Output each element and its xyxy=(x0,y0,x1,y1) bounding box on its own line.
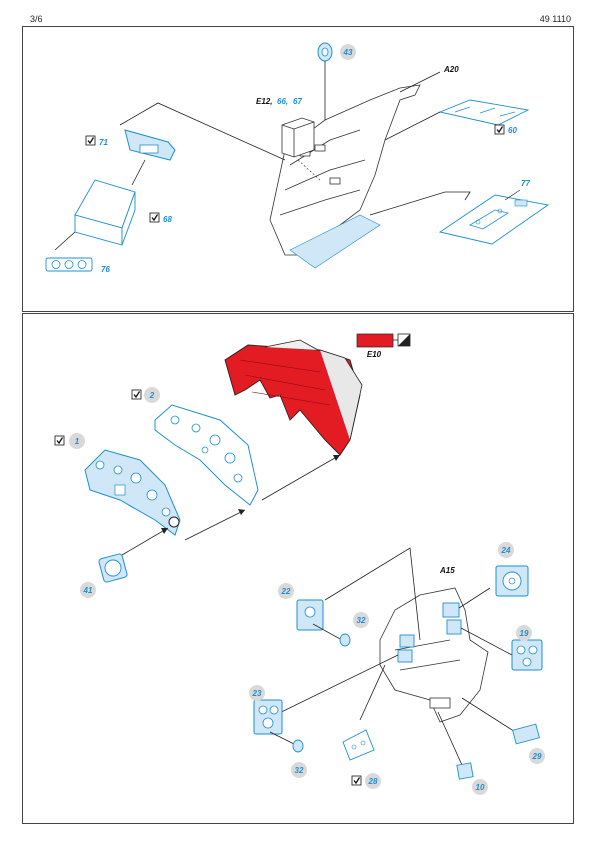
page-number: 3/6 xyxy=(30,14,43,24)
check-71 xyxy=(85,135,96,146)
e10-red-swatch xyxy=(356,333,394,348)
arrow-41-to-1 xyxy=(121,527,169,556)
label-76: 76 xyxy=(101,265,110,274)
part-24 xyxy=(495,565,529,597)
badge-22 xyxy=(278,583,294,599)
label-1: 1 xyxy=(75,437,80,446)
part-32-lower xyxy=(292,739,304,753)
label-67: 67 xyxy=(293,97,302,106)
part-22 xyxy=(296,599,343,641)
badge-2 xyxy=(144,387,160,403)
label-32-lower: 32 xyxy=(295,766,304,775)
label-68: 68 xyxy=(163,215,172,224)
a15-slot-22 xyxy=(399,634,415,648)
part-28 xyxy=(342,729,375,761)
label-22: 22 xyxy=(281,587,291,596)
part-60 xyxy=(384,99,530,141)
label-24: 24 xyxy=(501,546,511,555)
part-10 xyxy=(456,762,474,780)
part-43-ring xyxy=(317,42,333,120)
part-76-strip xyxy=(45,257,93,272)
product-code: 49 1110 xyxy=(539,14,571,24)
part-29 xyxy=(512,723,540,745)
badge-41 xyxy=(80,582,96,598)
label-66: 66, xyxy=(277,97,288,106)
label-2: 2 xyxy=(149,391,155,400)
part-2-panel xyxy=(154,404,259,506)
top-panel xyxy=(22,26,574,312)
panel-a20 xyxy=(269,84,421,256)
label-e10: E10 xyxy=(367,350,382,359)
part-32-upper xyxy=(339,633,351,647)
part-41-bezel xyxy=(98,553,128,583)
label-19: 19 xyxy=(520,629,529,638)
check-68 xyxy=(149,212,160,223)
label-e12: E12, xyxy=(256,97,272,106)
panel-a15 xyxy=(379,587,489,723)
label-41: 41 xyxy=(83,586,93,595)
badge-43 xyxy=(340,44,356,60)
badge-19 xyxy=(516,625,532,641)
label-a15: A15 xyxy=(439,566,455,575)
badge-32-lower xyxy=(291,762,307,778)
part-23 xyxy=(253,699,297,746)
check-1 xyxy=(54,435,65,446)
label-60: 60 xyxy=(508,126,517,135)
check-28 xyxy=(351,775,362,786)
label-77: 77 xyxy=(521,179,530,188)
badge-32-upper xyxy=(353,612,369,628)
bottom-panel xyxy=(22,313,574,824)
arrow-2-to-1 xyxy=(184,509,246,541)
e10-finish-icon xyxy=(397,333,411,347)
label-43: 43 xyxy=(343,48,353,57)
badge-29 xyxy=(529,748,545,764)
part-71-bracket xyxy=(124,129,176,186)
part-77 xyxy=(369,191,550,245)
panel-a20-blue-fill xyxy=(289,214,381,269)
a15-slot-24 xyxy=(442,602,460,618)
label-10: 10 xyxy=(476,783,485,792)
part-19 xyxy=(511,639,543,671)
badge-23 xyxy=(249,685,265,701)
badge-10 xyxy=(472,779,488,795)
a15-slot-23 xyxy=(397,649,413,663)
label-29: 29 xyxy=(532,752,542,761)
badge-24 xyxy=(498,542,514,558)
arrow-to-red-panel xyxy=(261,454,341,501)
badge-28 xyxy=(365,773,381,789)
check-2 xyxy=(131,389,142,400)
part-1-panel xyxy=(84,449,181,536)
label-28: 28 xyxy=(368,777,378,786)
part-68-box xyxy=(74,179,136,246)
label-23: 23 xyxy=(252,689,262,698)
label-32-upper: 32 xyxy=(357,616,366,625)
part-e12-box xyxy=(281,117,321,181)
check-60 xyxy=(494,124,505,135)
red-instrument-panel xyxy=(224,339,363,456)
label-a20: A20 xyxy=(443,65,459,74)
label-71: 71 xyxy=(99,138,108,147)
badge-1 xyxy=(69,433,85,449)
a15-slot-19 xyxy=(446,619,462,635)
